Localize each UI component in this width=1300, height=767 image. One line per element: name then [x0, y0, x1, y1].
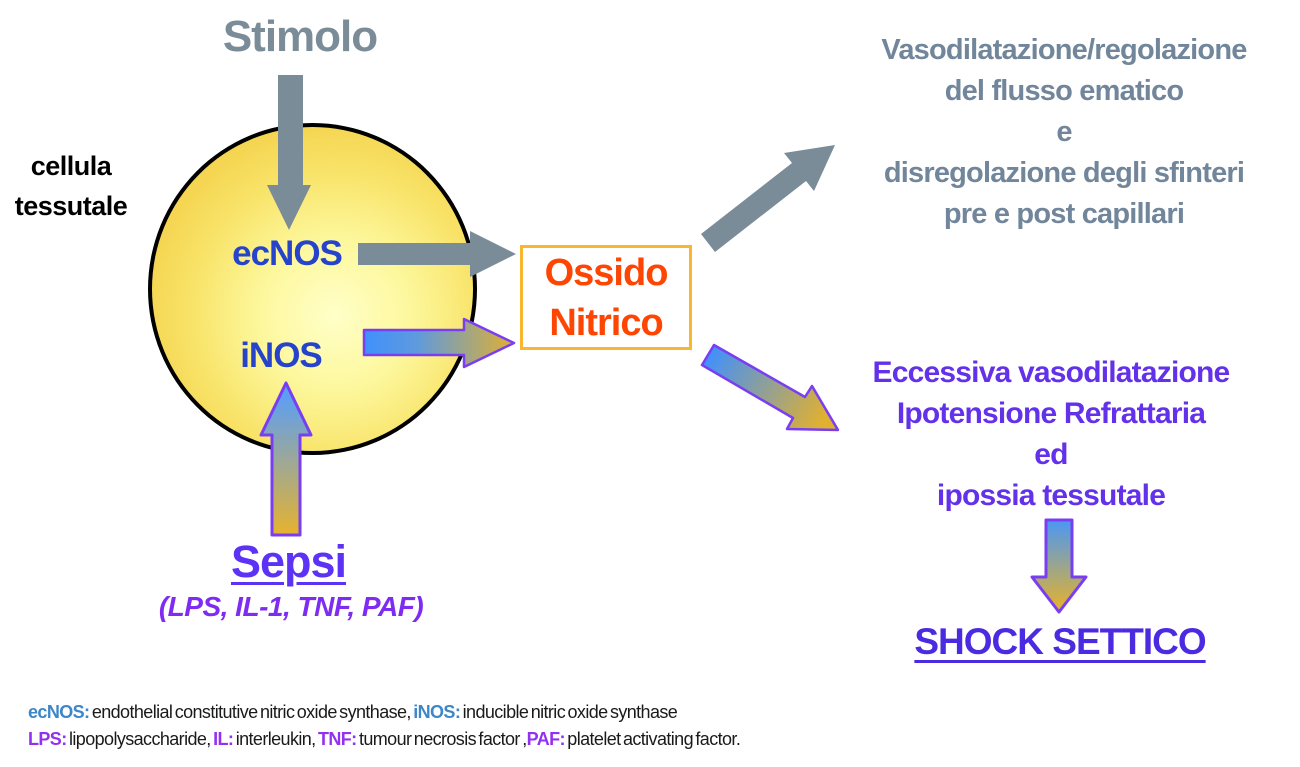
legend-paf-definition: platelet activating factor.	[564, 729, 741, 749]
physiologic-outcome-line: del flusso ematico	[944, 75, 1184, 107]
legend-ecnos-definition: endothelial constitutive nitric oxide sy…	[89, 702, 414, 722]
ecnos-right-arrow	[358, 231, 516, 277]
legend-line-1: ecNOS: endothelial constitutive nitric o…	[28, 699, 1268, 726]
physiologic-outcome-line: pre e post capillari	[943, 198, 1185, 230]
inos-right-arrow	[362, 317, 516, 369]
legend-ecnos-abbr: ecNOS:	[28, 702, 90, 722]
tissue-cell-label-line1: cellula	[30, 151, 112, 181]
legend-lps-abbr: LPS:	[28, 729, 67, 749]
legend-lps-definition: lipopolysaccharide,	[66, 729, 214, 749]
legend-tnf-abbr: TNF:	[317, 729, 357, 749]
nitric-oxide-box-line1: Ossido	[544, 251, 669, 294]
pathologic-outcome-text: Eccessiva vasodilatazione Ipotensione Re…	[812, 352, 1290, 516]
legend-line-2: LPS: lipopolysaccharide, IL: interleukin…	[28, 726, 1268, 753]
sepsis-text: Sepsi	[230, 536, 347, 587]
nitric-oxide-box-line2: Nitrico	[549, 301, 663, 344]
sepsi-up-arrow	[259, 381, 313, 537]
legend-il-definition: interleukin,	[233, 729, 318, 749]
septic-shock-label: SHOCK SETTICO	[900, 621, 1220, 663]
physiologic-outcome-line: Vasodilatazione/regolazione	[881, 34, 1247, 66]
legend-tnf-definition: tumour necrosis factor ,	[356, 729, 527, 749]
excess-diagonal-arrow	[700, 343, 840, 432]
pathologic-outcome-line: ed	[1034, 438, 1068, 471]
sepsis-mediators-label: (LPS, IL-1, TNF, PAF)	[158, 591, 424, 622]
vasodilation-diagonal-arrow	[701, 145, 835, 252]
shock-down-arrow	[1030, 518, 1088, 614]
legend-inos-abbr: iNOS:	[413, 702, 461, 722]
physiologic-outcome-line: e	[1056, 116, 1072, 148]
stimulus-label: Stimolo	[222, 12, 378, 61]
nitric-oxide-box: Ossido Nitrico	[520, 245, 692, 350]
tissue-cell-circle	[148, 123, 477, 455]
pathologic-outcome-line: ipossia tessutale	[936, 479, 1166, 512]
pathologic-outcome-line: Eccessiva vasodilatazione	[872, 356, 1231, 389]
abbreviation-legend: ecNOS: endothelial constitutive nitric o…	[28, 699, 1268, 753]
tissue-cell-label-line2: tessutale	[14, 191, 128, 221]
septic-shock-text: SHOCK SETTICO	[914, 621, 1206, 662]
sepsis-label: Sepsi	[206, 536, 371, 588]
legend-inos-definition: inducible nitric oxide synthase	[460, 702, 678, 722]
stimolo-down-arrow	[267, 75, 311, 230]
pathologic-outcome-line: Ipotensione Refrattaria	[896, 397, 1206, 430]
legend-paf-abbr: PAF:	[526, 729, 566, 749]
tissue-cell-label: cellula tessutale	[0, 146, 142, 226]
physiologic-outcome-line: disregolazione degli sfinteri	[883, 157, 1245, 189]
inos-label: iNOS	[240, 336, 323, 375]
ecnos-label: ecNOS	[232, 234, 343, 273]
legend-il-abbr: IL:	[213, 729, 234, 749]
physiologic-outcome-text: Vasodilatazione/regolazione del flusso e…	[828, 30, 1300, 235]
